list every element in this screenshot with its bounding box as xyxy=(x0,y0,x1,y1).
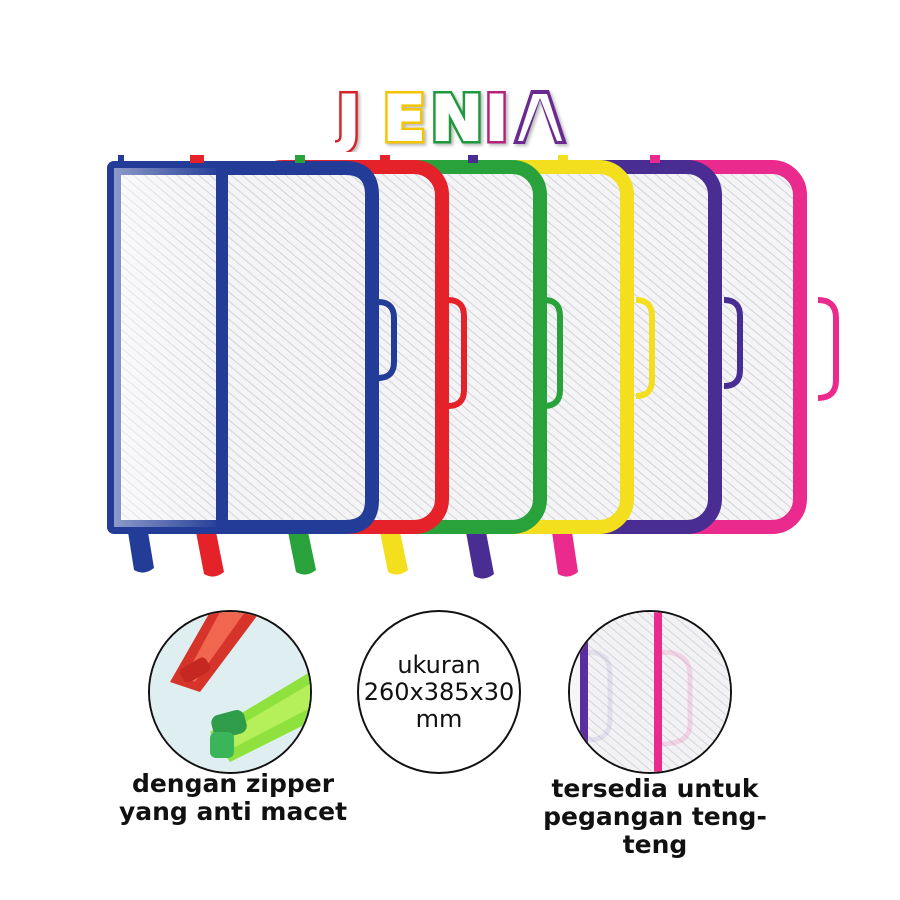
handle-caption: tersedia untuk pegangan teng-teng xyxy=(515,775,795,859)
handle-pink xyxy=(817,297,839,401)
logo-letter-i: I xyxy=(485,82,508,152)
zipper-caption-line1: dengan zipper xyxy=(131,769,335,798)
zipper-detail-circle xyxy=(148,610,312,774)
handle-yellow xyxy=(635,297,655,399)
logo-letter-n-inner: N xyxy=(431,82,483,152)
zipper-pull-blue xyxy=(128,529,154,573)
zipper-closeup-image xyxy=(150,612,310,772)
size-label: ukuran xyxy=(397,650,481,679)
folder-blue xyxy=(107,155,397,573)
zipper-pull-green xyxy=(288,529,316,575)
zipper-caption-line2: yang anti macet xyxy=(118,797,348,826)
size-value: 260x385x30 xyxy=(363,677,515,706)
handle-red xyxy=(447,297,467,409)
handle-purple xyxy=(723,297,743,389)
logo-letter-e: E xyxy=(383,82,425,152)
folders-illustration xyxy=(107,155,839,579)
brand-logo-letters: J J E E N N I I xyxy=(335,82,567,152)
logo-letter-a xyxy=(513,90,567,144)
zipper-caption: dengan zipper yang anti macet xyxy=(108,770,358,826)
top-zipper-tabs xyxy=(190,155,660,163)
logo-letter-j-inner: J xyxy=(335,82,360,152)
zipper-pull-yellow xyxy=(380,529,408,575)
size-info-circle: ukuran 260x385x30 mm xyxy=(357,610,521,774)
handle-caption-line1: tersedia untuk xyxy=(551,774,759,803)
zipper-pull-pink xyxy=(552,529,578,577)
zipper-pull-purple xyxy=(466,529,494,579)
handle-caption-line2: pegangan teng-teng xyxy=(543,802,767,859)
logo-letter-i-inner: I xyxy=(485,82,508,152)
handle-green xyxy=(543,297,563,409)
zipper-pull-red xyxy=(196,529,224,577)
handle-blue xyxy=(377,299,397,381)
logo-letter-j: J xyxy=(335,82,360,152)
size-unit: mm xyxy=(415,704,463,733)
logo-letter-n: N xyxy=(431,82,483,152)
logo-letter-e-inner: E xyxy=(383,82,425,152)
brand-logo: J J E E N N I I xyxy=(335,82,570,152)
handle-closeup-image xyxy=(570,612,730,772)
handle-detail-circle xyxy=(568,610,732,774)
